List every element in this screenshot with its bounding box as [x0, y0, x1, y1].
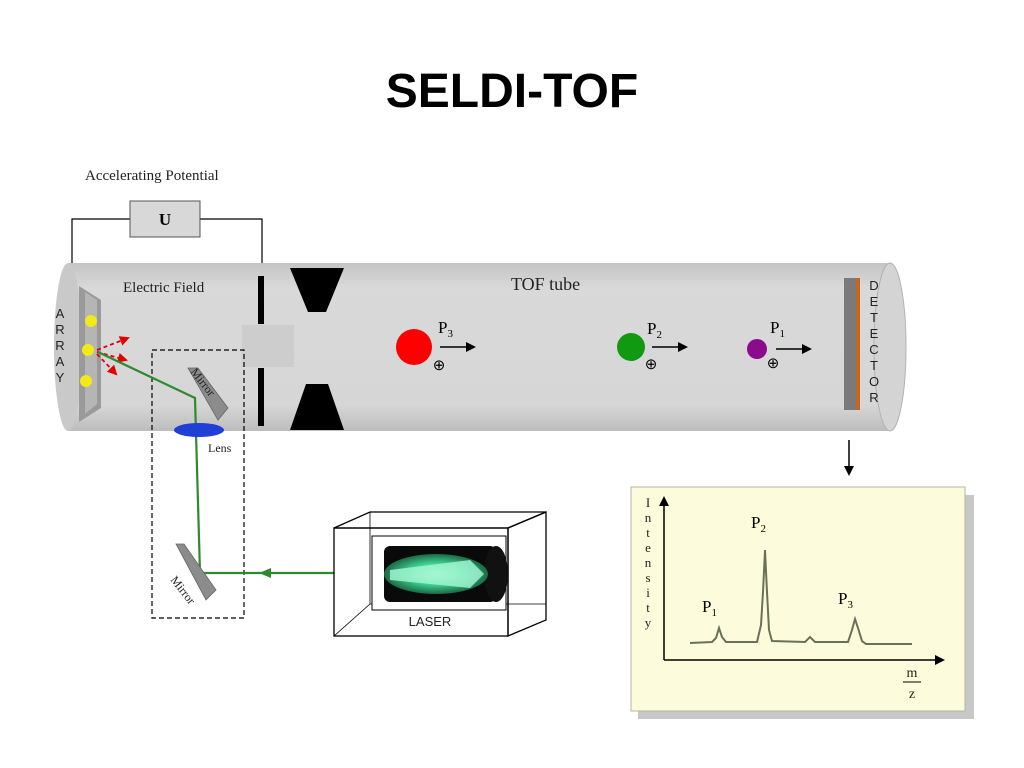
array-letter: A	[56, 354, 65, 369]
sample-array	[79, 286, 101, 422]
y-axis-letter: n	[645, 510, 652, 525]
slide-title: SELDI-TOF	[385, 65, 639, 118]
detector-label: D E T E C T O R	[869, 278, 879, 405]
ion-p2: ⊕ P2	[617, 319, 688, 373]
y-axis-letter: s	[645, 570, 650, 585]
y-axis-letter: e	[645, 540, 651, 555]
detector-letter: R	[869, 390, 878, 405]
array-letter: A	[56, 306, 65, 321]
y-axis-letter: n	[645, 555, 652, 570]
detector-letter: D	[869, 278, 878, 293]
array-letter: R	[55, 338, 64, 353]
x-axis-numerator: m	[907, 666, 918, 681]
detector-letter: T	[870, 358, 878, 373]
circuit-wire-right	[200, 218, 263, 276]
ion-p3-label: P3	[438, 318, 453, 340]
y-axis-letter: y	[645, 615, 652, 630]
array-label: A R R A Y	[55, 306, 64, 385]
mirror-bottom-label: Mirror	[168, 573, 199, 607]
x-axis-denominator: z	[909, 687, 915, 702]
detector-letter: E	[870, 294, 879, 309]
ion-p3: ⊕ P3	[396, 318, 476, 374]
detector-letter: C	[869, 342, 878, 357]
sample-spot	[80, 375, 92, 387]
focusing-lens	[174, 423, 224, 437]
ion-p1-label: P1	[770, 318, 785, 340]
ion-p3-charge: ⊕	[433, 357, 446, 374]
mirror-top	[187, 367, 229, 421]
ion-p2-particle	[617, 333, 645, 361]
ion-p2-charge: ⊕	[645, 356, 658, 373]
accelerating-potential-label: Accelerating Potential	[85, 168, 219, 184]
optics-box	[151, 349, 245, 619]
sample-spot	[82, 344, 94, 356]
mirror-bottom	[175, 543, 217, 601]
ion-p3-particle	[396, 329, 432, 365]
detector	[844, 278, 860, 410]
laser-cylinder	[384, 546, 508, 602]
lens-label: Lens	[208, 441, 232, 455]
circuit-wire-left	[71, 218, 130, 284]
detector-letter: T	[870, 310, 878, 325]
desorption-arrows	[96, 336, 130, 376]
y-axis-letter: i	[646, 585, 650, 600]
ion-p1-charge: ⊕	[767, 355, 780, 372]
electric-field-label: Electric Field	[123, 280, 205, 296]
laser-label: LASER	[409, 614, 452, 629]
peak-p2-label: P2	[751, 513, 766, 535]
ion-p1: ⊕ P1	[747, 318, 812, 372]
voltage-source-box	[129, 200, 201, 238]
sample-spot	[85, 315, 97, 327]
peak-p1-label: P1	[702, 597, 717, 619]
tof-tube-label: TOF tube	[511, 274, 580, 294]
y-axis-letter: t	[646, 600, 650, 615]
detector-letter: O	[869, 374, 879, 389]
spectrum-panel: I n t e n s i t y P1 P2 P3 m z	[630, 486, 974, 719]
ion-p2-label: P2	[647, 319, 662, 341]
spectrum-trace	[689, 549, 912, 645]
detector-letter: E	[870, 326, 879, 341]
ion-p1-particle	[747, 339, 767, 359]
array-letter: R	[55, 322, 64, 337]
spectrum-panel-bg	[630, 486, 966, 712]
array-letter: Y	[56, 370, 65, 385]
voltage-label: U	[159, 210, 171, 229]
extraction-electrodes	[258, 268, 344, 430]
peak-p3-label: P3	[838, 589, 853, 611]
y-axis-letter: I	[646, 495, 650, 510]
y-axis-letter: t	[646, 525, 650, 540]
